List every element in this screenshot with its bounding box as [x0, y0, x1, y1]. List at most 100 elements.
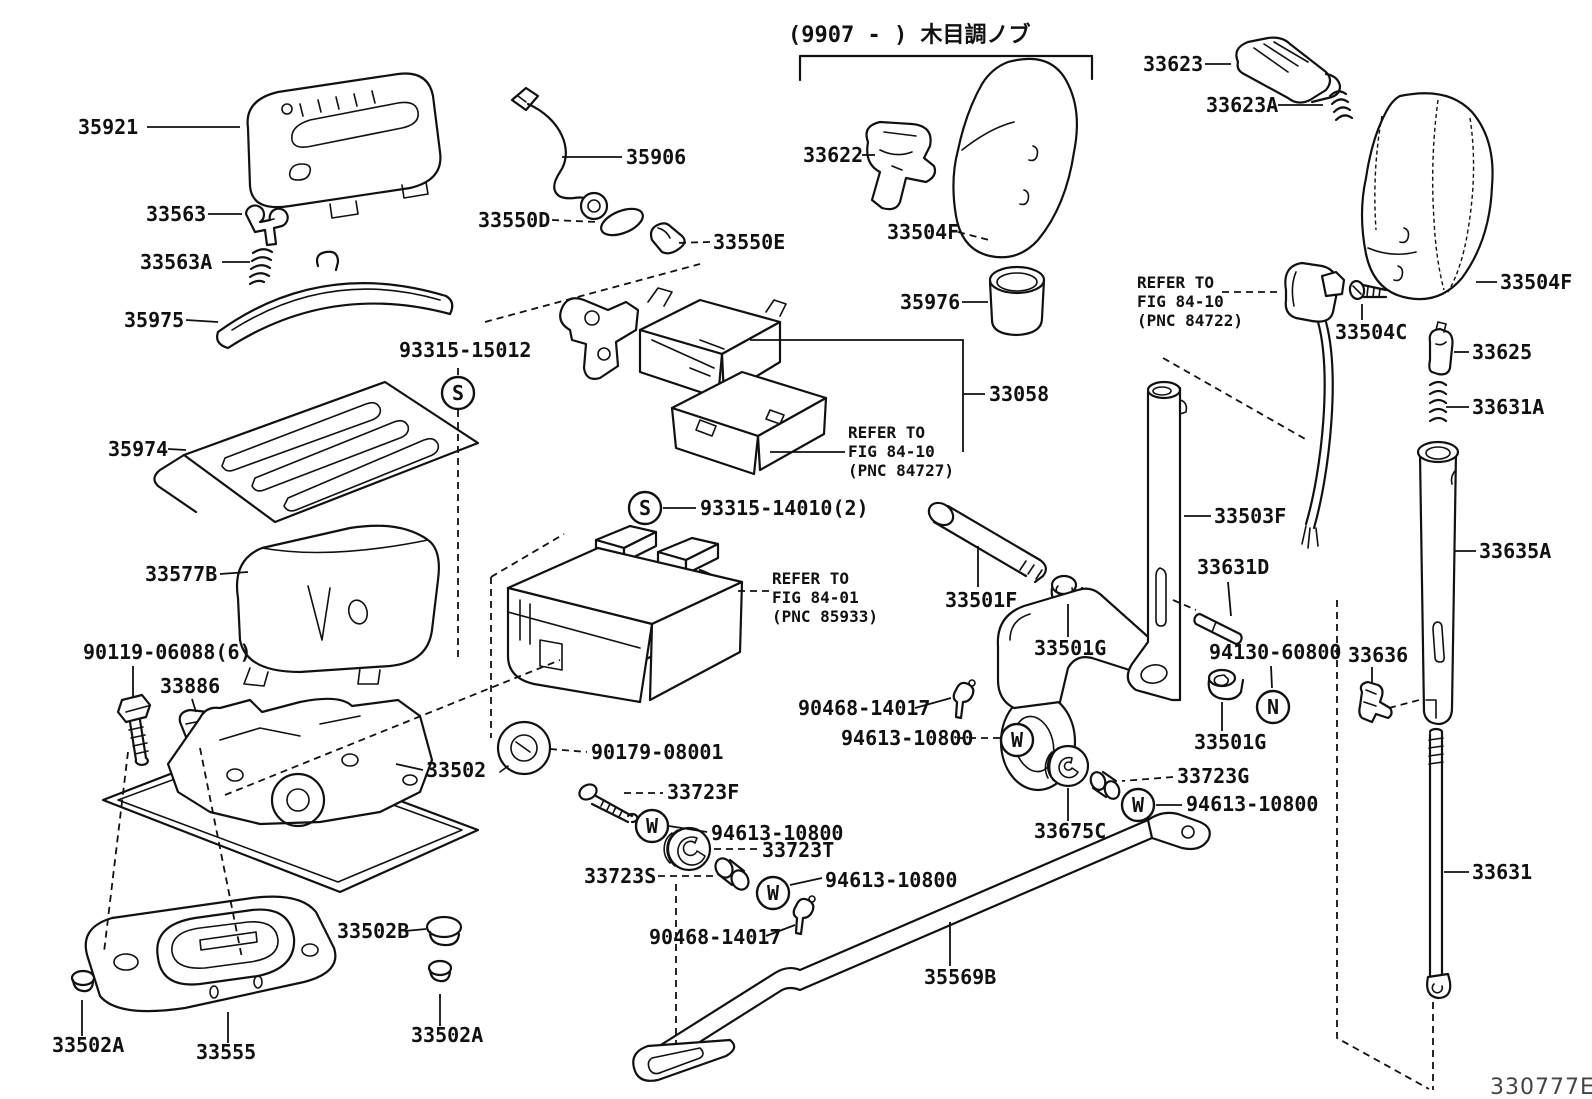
ref-note-line: FIG 84-10 [848, 442, 935, 461]
symbol-N-circle [1255, 689, 1291, 725]
labels-layer: 359213356333563A359753597433577B90119-06… [52, 52, 1572, 1090]
part-33723F-bolt [578, 783, 639, 824]
leader-94613-10800 [789, 877, 823, 886]
symbol-S: S [639, 496, 651, 520]
part-label-33503F: 33503F [1214, 504, 1286, 528]
part-label-33502: 33502 [426, 758, 486, 782]
ref-note-line: (PNC 84722) [1137, 311, 1243, 330]
part-label-94130-60800: 94130-60800 [1209, 640, 1341, 664]
symbol-W-circle [634, 808, 670, 844]
part-label-35974: 35974 [108, 437, 168, 461]
part-33058-shift-lock-assembly [559, 287, 828, 476]
part-shiftlock-unit [1284, 261, 1346, 549]
construction-line [1162, 357, 1308, 441]
leader-35975 [185, 319, 219, 323]
leader-33502 [395, 763, 424, 771]
part-35906-lamp-wire [510, 86, 609, 221]
part-label-33623: 33623 [1143, 52, 1203, 76]
ref-note-line: REFER TO [772, 569, 849, 588]
part-35974-slide-plate [153, 380, 480, 524]
construction-line [1336, 600, 1430, 1090]
part-label-33886: 33886 [160, 674, 220, 698]
part-label-93315-15012: 93315-15012 [399, 338, 531, 362]
part-33631D-pin [1193, 612, 1243, 646]
part-label-33622: 33622 [803, 143, 863, 167]
leader-35974 [167, 448, 187, 451]
part-label-33555: 33555 [196, 1040, 256, 1064]
symbol-W-circle [1120, 787, 1156, 823]
part-label-33631: 33631 [1472, 860, 1532, 884]
part-35921-indicator-panel [246, 72, 442, 219]
part-35569B-shift-rod [632, 811, 1211, 1082]
part-label-33504C: 33504C [1335, 320, 1407, 344]
part-label-93315-14010(2): 93315-14010(2) [700, 496, 869, 520]
part-label-90119-06088(6): 90119-06088(6) [83, 640, 252, 664]
part-33577B-housing [236, 524, 440, 687]
symbol-W: W [767, 881, 780, 905]
part-90468-clip-lower [792, 895, 816, 936]
construction-line [484, 263, 701, 323]
part-label-33502A: 33502A [52, 1033, 124, 1057]
leader-33504F [957, 231, 990, 241]
part-33550E-socket [649, 222, 686, 255]
part-35975-trim-cover [216, 250, 454, 350]
figure-id: 330777E [1490, 1075, 1592, 1099]
part-label-33501G: 33501G [1194, 730, 1266, 754]
construction-line [103, 751, 129, 953]
part-label-94613-10800: 94613-10800 [1186, 792, 1318, 816]
part-label-33504F: 33504F [887, 220, 959, 244]
part-label-33723S: 33723S [584, 864, 656, 888]
part-label-90468-14017: 90468-14017 [798, 696, 930, 720]
bracket-line [750, 339, 964, 452]
part-label-33501F: 33501F [945, 588, 1017, 612]
part-33502A-grommet-left [70, 969, 96, 993]
ref-note-line: REFER TO [848, 423, 925, 442]
part-33502A-grommet-right [427, 959, 453, 983]
part-33723S-sleeve [714, 857, 750, 891]
part-33501G-bushing-lower [1207, 668, 1245, 701]
production-note: (9907 - ) 木目調ノブ [788, 22, 1030, 48]
part-label-90468-14017: 90468-14017 [649, 925, 781, 949]
leader-94130-60800 [1270, 665, 1273, 689]
part-label-33501G: 33501G [1034, 636, 1106, 660]
part-33504F-knob-right [1360, 92, 1494, 301]
ref-note-line: FIG 84-10 [1137, 292, 1224, 311]
part-label-35975: 35975 [124, 308, 184, 332]
leader-94613-10800 [668, 825, 708, 833]
part-label-33723G: 33723G [1177, 764, 1249, 788]
part-label-90179-08001: 90179-08001 [591, 740, 723, 764]
part-label-33058: 33058 [989, 382, 1049, 406]
symbol-W-circle [999, 722, 1035, 758]
part-33501F-rod [927, 501, 1047, 584]
ref-note-line: REFER TO [1137, 273, 1214, 292]
part-33675C-bushing [1044, 744, 1090, 788]
symbol-S-circle [440, 375, 476, 411]
symbol-W: W [1011, 728, 1024, 752]
part-label-33577B: 33577B [145, 562, 217, 586]
part-33623A-spring [1328, 90, 1354, 122]
part-33623-button [1235, 36, 1342, 104]
part-33636-clamp [1358, 680, 1393, 724]
leader-33550E [673, 241, 711, 244]
part-label-33502A: 33502A [411, 1023, 483, 1047]
leader-90468-14017 [914, 697, 952, 709]
ref-note-line: (PNC 84727) [848, 461, 954, 480]
part-label-33563A: 33563A [140, 250, 212, 274]
part-label-33550D: 33550D [478, 208, 550, 232]
part-solenoid-unit [506, 524, 744, 704]
part-label-35906: 35906 [626, 145, 686, 169]
part-label-33635A: 33635A [1479, 539, 1551, 563]
part-label-33631A: 33631A [1472, 395, 1544, 419]
leader-90468-14017 [765, 924, 796, 937]
part-33563-clip [244, 204, 289, 247]
part-label-35976: 35976 [900, 290, 960, 314]
part-label-35921: 35921 [78, 115, 138, 139]
part-90119-bolt [116, 693, 152, 766]
part-label-33723T: 33723T [762, 838, 834, 862]
part-label-33636: 33636 [1348, 643, 1408, 667]
part-33622-knob-insert [865, 120, 937, 211]
symbol-W: W [1132, 793, 1145, 817]
construction-line [224, 659, 561, 796]
